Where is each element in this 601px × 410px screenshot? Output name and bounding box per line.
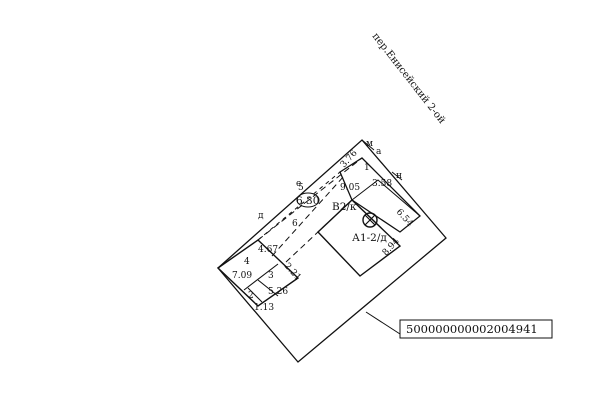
corner-label-left: д — [258, 211, 264, 221]
dashed-setback-line — [271, 175, 345, 257]
dim-2-21: 2.21 — [282, 261, 303, 283]
dashed-setback-line — [257, 171, 341, 241]
left-building-divider — [257, 279, 279, 297]
room-label-2: 2 — [248, 291, 254, 301]
building-label-main-sub: А1-2/д — [352, 232, 387, 244]
dim-6-30: 6.30 — [296, 195, 319, 207]
top-corner-tick — [361, 139, 375, 151]
corner-label-top-b: а — [376, 147, 382, 157]
dim-3-58: 3.58 — [372, 179, 392, 189]
land-plot-boundary — [217, 139, 447, 363]
corner-label-top-a: м — [366, 139, 373, 149]
left-building — [216, 239, 300, 307]
dim-6-30-circle — [296, 192, 320, 208]
room-label-3: 3 — [268, 271, 274, 281]
dim-4-67: 4.67 — [258, 245, 278, 255]
dim-5-26: 5.26 — [268, 287, 288, 297]
corner-label-mid: е — [296, 179, 301, 189]
dashed-setback-line — [257, 157, 363, 241]
upper-building-block — [339, 157, 421, 233]
dashed-setback-line — [285, 199, 353, 263]
upper-block-divider — [351, 179, 421, 217]
building-label-main-letter: В2/к — [332, 201, 357, 213]
left-building-divider — [243, 263, 279, 291]
dim-9-05: 9.05 — [340, 183, 360, 193]
crossed-circle-icon — [362, 212, 378, 228]
right-corner-tick — [391, 171, 403, 181]
cadastral-number: 500000000002004941 — [406, 322, 538, 336]
room-label-6: 6 — [292, 219, 298, 229]
cadastral-number-box — [399, 319, 553, 339]
dim-7-09: 7.09 — [232, 271, 252, 281]
room-label-1: 1 — [364, 163, 370, 173]
room-label-4: 4 — [244, 257, 250, 267]
dim-1-13: 1.13 — [254, 303, 274, 313]
street-label: пер.Енисейский 2-ой — [370, 31, 448, 126]
left-building-divider — [247, 287, 263, 303]
dim-6-54: 6.54 — [394, 207, 415, 229]
room-label-5: 5 — [298, 183, 304, 193]
crossed-circle-line — [364, 214, 376, 226]
corner-label-right: н — [396, 171, 402, 181]
